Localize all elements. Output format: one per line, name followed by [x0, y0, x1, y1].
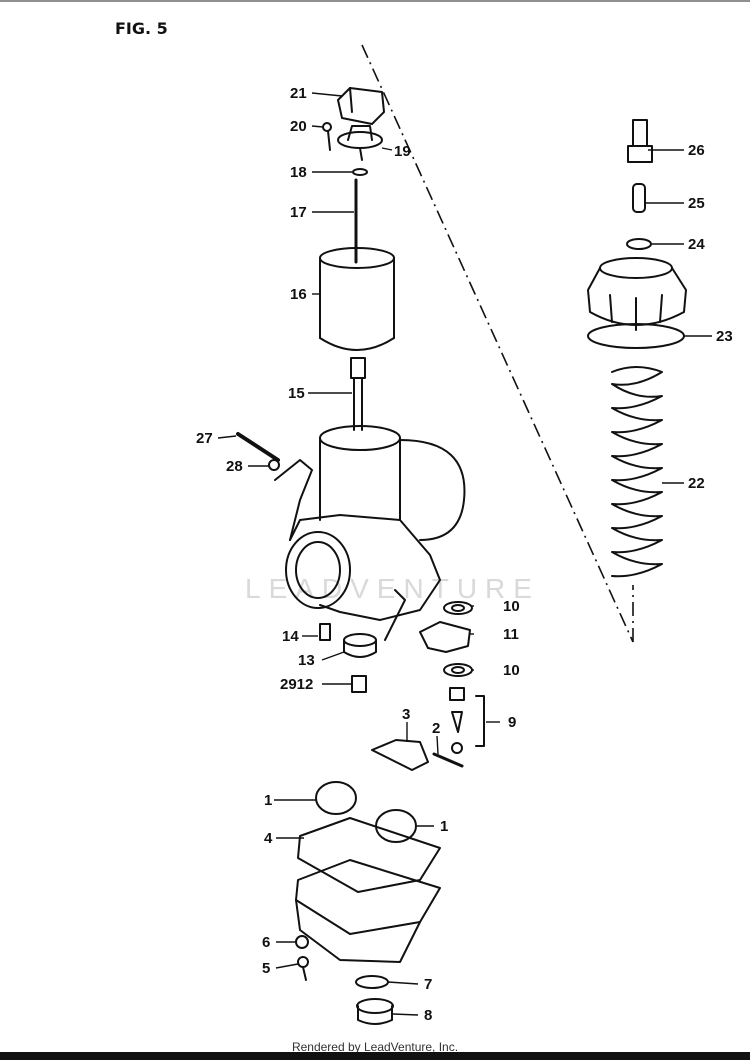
part-18-clip — [352, 168, 368, 176]
part-26-adjuster — [627, 119, 653, 163]
callout-10-lower: 10 — [503, 662, 520, 679]
part-20-screw — [322, 122, 332, 151]
part-4-gasket — [297, 817, 441, 893]
leader-lines — [217, 92, 712, 1016]
assembly-line — [361, 44, 634, 643]
callout-8: 8 — [424, 1007, 432, 1024]
callout-18: 18 — [290, 164, 307, 181]
callout-17: 17 — [290, 204, 307, 221]
callout-15: 15 — [288, 385, 305, 402]
footer-bar — [0, 1052, 750, 1060]
part-2-pin — [432, 752, 464, 768]
callout-4: 4 — [264, 830, 273, 847]
part-27-pilot-screw — [236, 432, 280, 462]
callout-21: 21 — [290, 85, 307, 102]
callout-27: 27 — [196, 430, 213, 447]
callout-24: 24 — [688, 236, 705, 253]
part-10-washer-upper — [443, 601, 473, 615]
callout-14: 14 — [282, 628, 299, 645]
callout-13: 13 — [298, 652, 315, 669]
part-16-throttle-valve — [319, 247, 395, 351]
part-9-float-valve — [449, 687, 485, 754]
watermark: LEADVENTURE — [245, 573, 540, 604]
callout-1-right: 1 — [440, 818, 448, 835]
part-10-washer-lower — [443, 663, 473, 677]
callout-26: 26 — [688, 142, 705, 159]
part-2912-main-jet — [351, 675, 367, 693]
callout-3: 3 — [402, 706, 410, 723]
figure-label: FIG. 5 — [115, 19, 168, 38]
part-13-cap — [343, 633, 377, 658]
part-7-o-ring — [355, 975, 389, 989]
part-19-cap — [337, 125, 383, 161]
callout-9: 9 — [508, 714, 516, 731]
float-bowl — [295, 859, 441, 963]
part-15-needle-jet — [350, 357, 366, 431]
part-8-drain-plug — [356, 998, 394, 1025]
part-22-spring — [611, 366, 663, 578]
callout-6: 6 — [262, 934, 270, 951]
part-24-seal — [626, 238, 652, 250]
callout-labels: 21 20 19 18 17 16 15 27 28 10 11 10 9 14… — [196, 85, 733, 1024]
callout-23: 23 — [716, 328, 733, 345]
callout-16: 16 — [290, 286, 307, 303]
part-11-plate — [419, 621, 471, 653]
callout-19: 19 — [394, 143, 411, 160]
part-14-jet — [319, 623, 331, 641]
part-6-washer — [295, 935, 309, 949]
callout-10-upper: 10 — [503, 598, 520, 615]
part-25-nut — [632, 183, 646, 213]
mixing-chamber-cap — [587, 257, 687, 331]
callout-11: 11 — [503, 626, 519, 643]
part-5-screw — [297, 956, 309, 981]
footer-credit: Rendered by LeadVenture, Inc. — [291, 1040, 459, 1054]
callout-22: 22 — [688, 475, 705, 492]
callout-28: 28 — [226, 458, 243, 475]
callout-25: 25 — [688, 195, 705, 212]
part-3-float-arm — [371, 739, 429, 771]
part-21-top-cover — [337, 87, 385, 125]
part-28-spring — [268, 459, 280, 471]
carburetor-body — [274, 425, 466, 641]
part-1-float-left — [315, 781, 357, 815]
callout-2912: 2912 — [280, 676, 313, 693]
callout-2: 2 — [432, 720, 440, 737]
callout-1-left: 1 — [264, 792, 272, 809]
callout-5: 5 — [262, 960, 270, 977]
callout-20: 20 — [290, 118, 307, 135]
callout-7: 7 — [424, 976, 432, 993]
